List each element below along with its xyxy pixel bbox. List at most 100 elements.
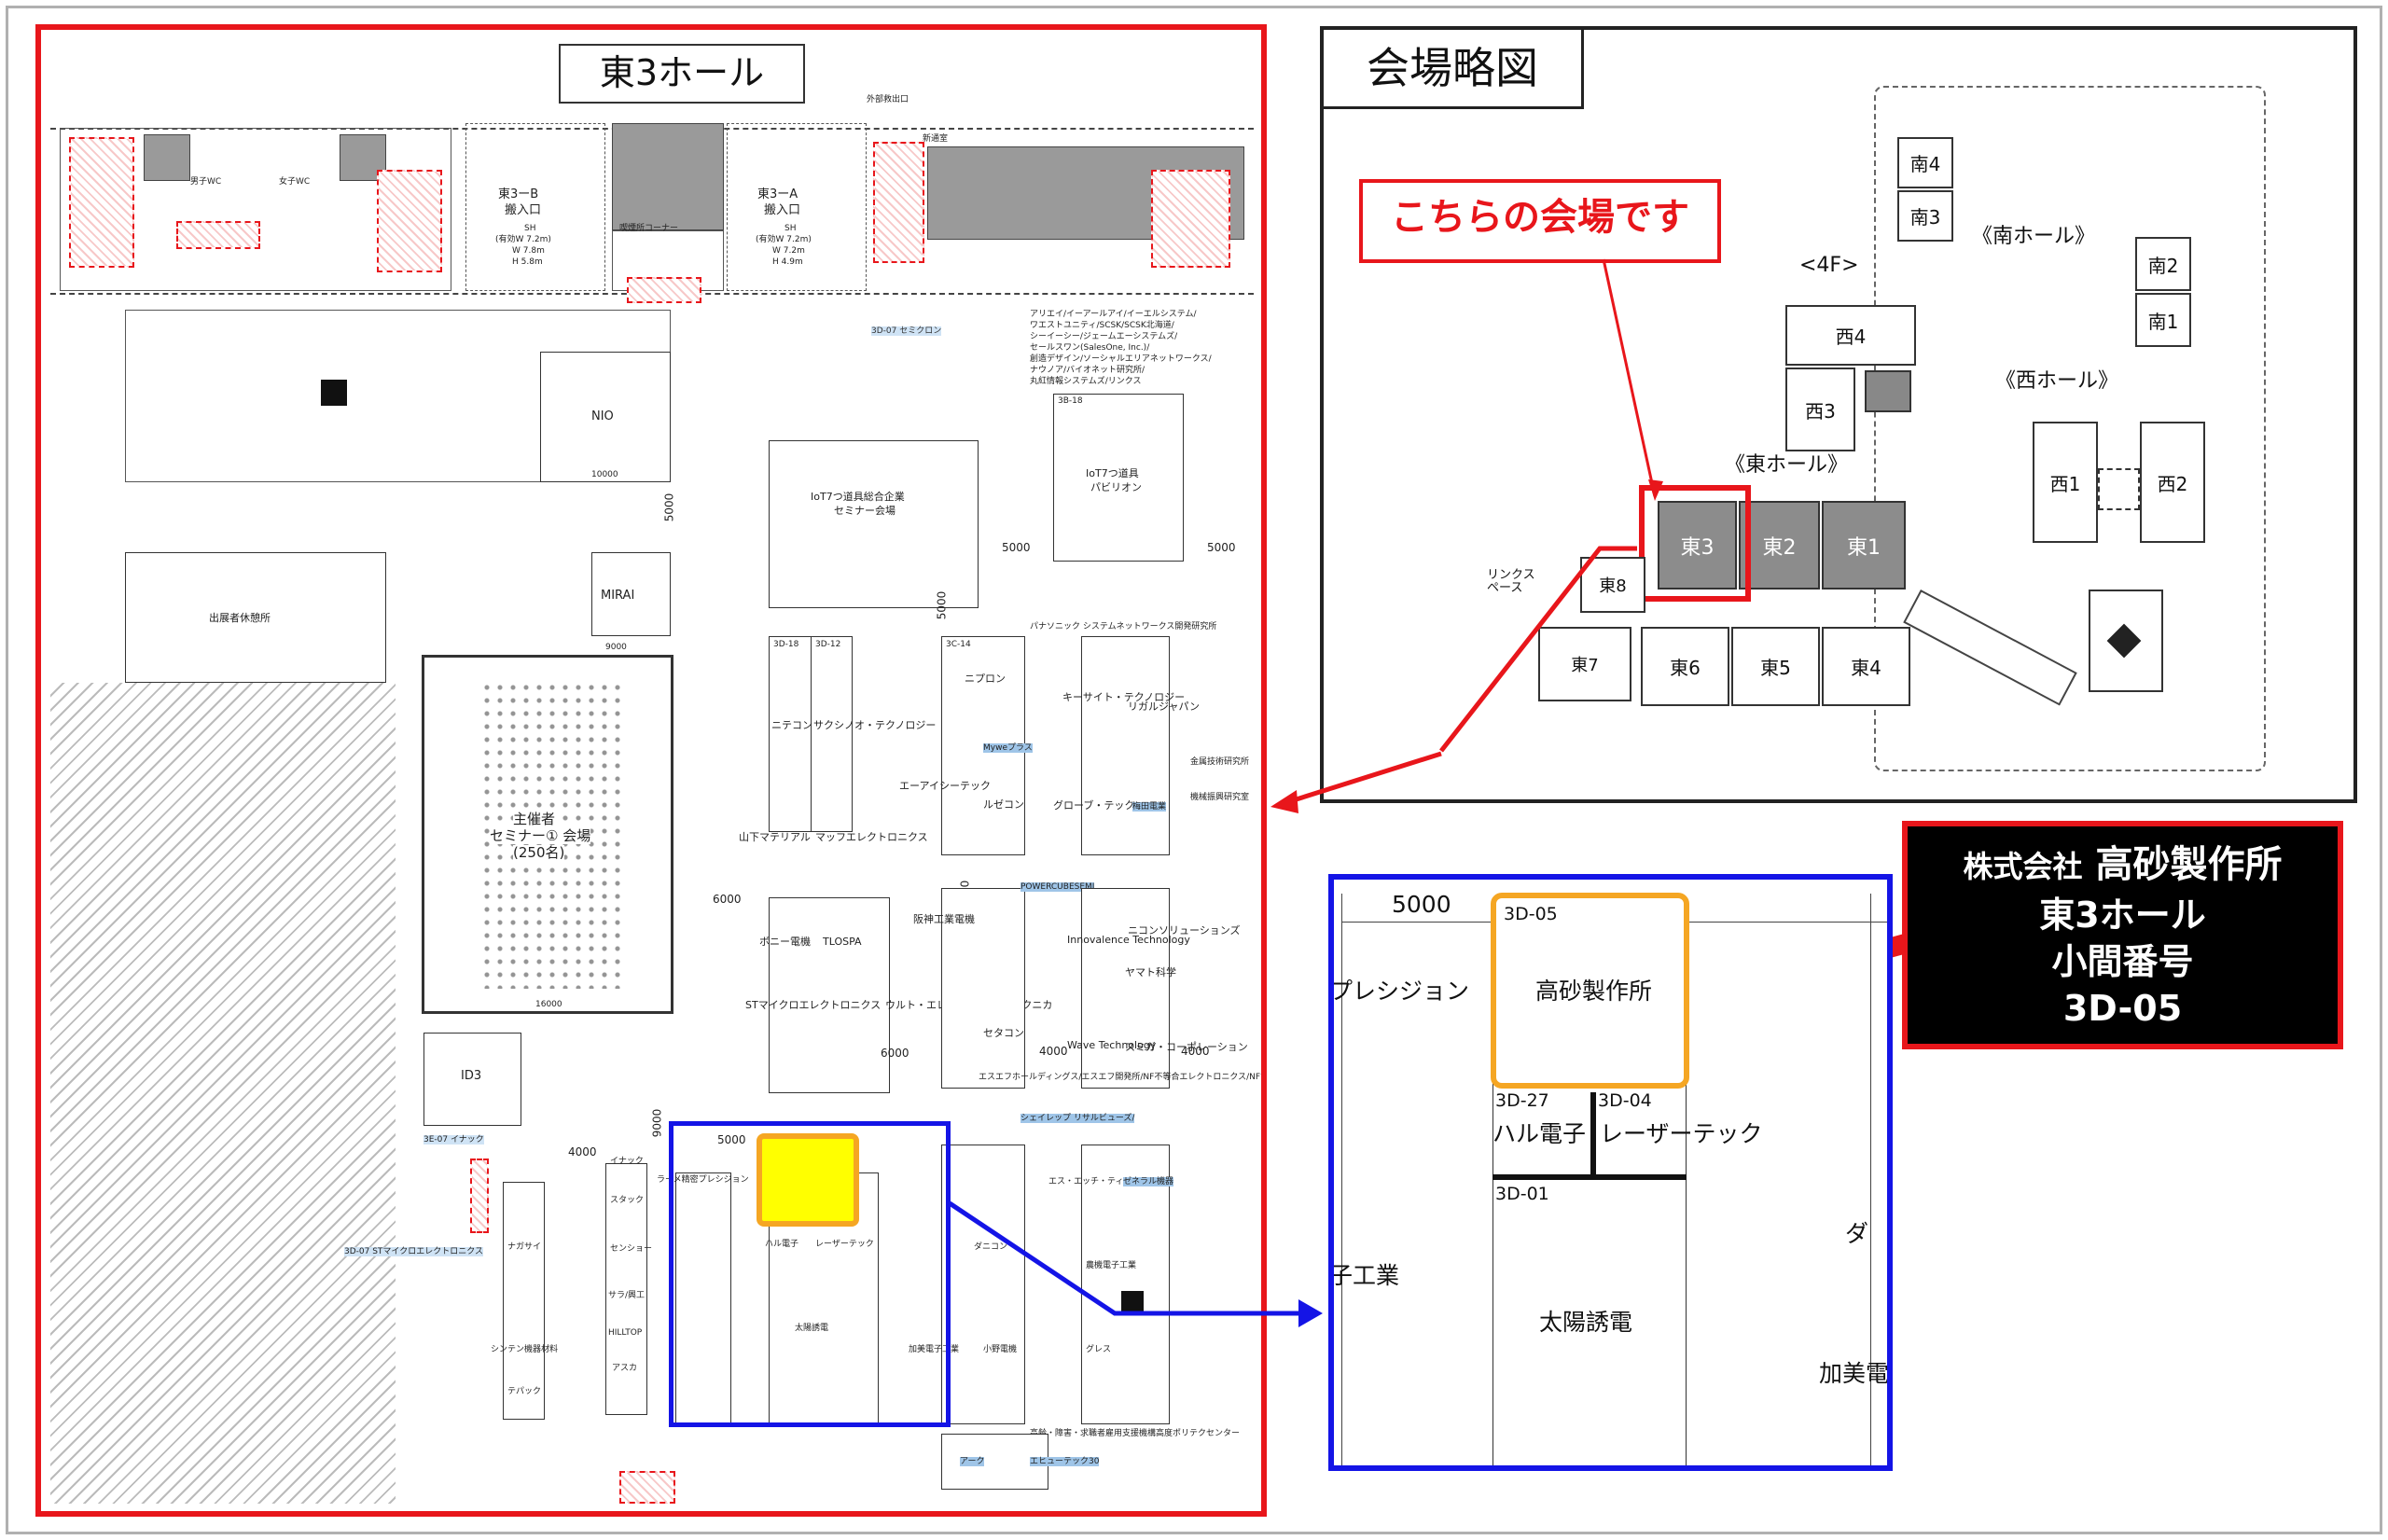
smoking-label: 喫煙所コーナー [619, 224, 679, 233]
hall-w1[interactable]: 西1 [2033, 422, 2098, 543]
seminar-l1: 主催者 [513, 811, 556, 828]
side-kai: 金属技術研究所 [1190, 757, 1250, 767]
booth-col3[interactable] [1081, 636, 1170, 855]
hall-e3[interactable]: 東3 [1658, 501, 1737, 590]
iot-pavilion[interactable] [1053, 394, 1184, 562]
zoom-booth-id: 3D-05 [1504, 904, 1558, 924]
booth-rigal: リガルジャパン [1128, 701, 1200, 713]
hatched-area [50, 683, 396, 1504]
target-booth-highlight[interactable] [757, 1133, 859, 1227]
room-nio[interactable] [540, 352, 671, 482]
hall-w4[interactable]: 西4 [1785, 305, 1916, 366]
men-wc: 男子WC [190, 177, 222, 187]
hall-w3[interactable]: 西3 [1785, 368, 1855, 451]
zoom-target-booth[interactable]: 3D-05 高砂製作所 [1491, 893, 1689, 1089]
side-st: 3D-07 STマイクロエレクトロニクス [344, 1247, 483, 1257]
current-hall-highlight[interactable] [1639, 485, 1751, 602]
hall-s3[interactable]: 南3 [1897, 190, 1953, 242]
blue-connector [948, 1200, 1298, 1316]
booth-low3[interactable] [941, 1145, 1025, 1424]
red-arrow-shaft [1286, 751, 1442, 805]
room-id3-label: ID3 [461, 1069, 482, 1083]
hall-e1[interactable]: 東1 [1822, 501, 1906, 590]
booth-low-col[interactable] [605, 1163, 647, 1415]
entrance-b-sub: 搬入口 [505, 203, 542, 217]
info-company-line: 株式会社 高砂製作所 [1964, 839, 2283, 892]
booth-nitecon: ニテコン [771, 719, 812, 731]
blue-arrowhead [1298, 1299, 1323, 1327]
entrance-a-spec: SH [784, 224, 797, 233]
red-arrowhead [1270, 790, 1298, 813]
booth-mid1[interactable] [769, 897, 890, 1093]
stair-icon [321, 380, 347, 406]
entrance-a[interactable] [727, 123, 867, 291]
booth-3d12[interactable] [811, 636, 853, 832]
zoom-dim: 5000 [1392, 891, 1451, 918]
stair-icon-2 [1121, 1291, 1144, 1313]
booth-low-col2[interactable] [503, 1182, 545, 1420]
booth-es: エス・エッチ・ティ [1048, 1177, 1124, 1186]
booth-atec: アーク [960, 1457, 985, 1467]
hall-s4[interactable]: 南4 [1897, 137, 1953, 188]
nio-dim: 10000 [591, 470, 618, 479]
zoom-kami: 加美電 [1819, 1360, 1890, 1387]
entrance-b-name: 東3ーB [498, 187, 539, 201]
entrance-b-spec: SH [524, 224, 536, 233]
booth-ecu: エヒューテック30 [1030, 1457, 1100, 1467]
iot-seminar[interactable] [769, 440, 979, 608]
link-space: リンクスペース [1487, 568, 1535, 595]
booth-nicon: ニコンソリューションズ [1128, 924, 1241, 936]
panasonic-label: パナソニック システムネットワークス開発研究所 [1030, 622, 1217, 631]
booth-niperon: ニプロン [965, 673, 1006, 685]
seminar-l2: セミナー① 会場 [490, 827, 591, 845]
booth-yamada: 梅田電業 [1132, 802, 1167, 812]
hall-e5[interactable]: 東5 [1731, 627, 1820, 706]
zoom-divider-h [1492, 1174, 1687, 1180]
room-exhibitor[interactable] [125, 552, 386, 683]
list-line-3: シーイーシー/ジェームエーシステムズ/ [1030, 332, 1178, 341]
booth-nagase: ナガサイ [507, 1242, 542, 1252]
hall-w2[interactable]: 西2 [2140, 422, 2205, 543]
zoom-taiyo: 太陽誘電 [1539, 1309, 1633, 1336]
iot-pav-id: 3B-18 [1058, 396, 1083, 406]
deck-label: 新通室 [923, 134, 949, 144]
zoom-da: ダ [1845, 1220, 1869, 1247]
info-booth-no: 3D-05 [2062, 987, 2183, 1029]
dim-4000c: 4000 [568, 1145, 597, 1158]
hall-e8[interactable]: 東8 [1580, 557, 1645, 613]
booth-zoom-view[interactable]: 5000 プレシジョン 子工業 ダ 加美電 3D-27 3D-04 ハル電子 レ… [1328, 874, 1893, 1471]
booth-sakushino: サクシノオ・テクノロジー [813, 719, 937, 731]
hall-e7[interactable]: 東7 [1538, 627, 1631, 701]
stair-hatch [627, 277, 701, 303]
zoom-laser: レーザーテック [1600, 1120, 1763, 1147]
zoom-id27: 3D-27 [1495, 1090, 1549, 1111]
floor-4f: <4F> [1799, 254, 1859, 277]
zoom-booth-name: 高砂製作所 [1535, 978, 1653, 1005]
floor-map-east3[interactable]: 東3ホール 男子WC 女子WC 東3ーB 搬入口 SH (有効W 7.2m) W… [35, 24, 1267, 1517]
booth-precision-col[interactable] [675, 1172, 731, 1424]
booth-nouki: 農機電子工業 [1086, 1261, 1137, 1270]
booth-mid2[interactable] [941, 888, 1025, 1089]
hall-s2[interactable]: 南2 [2135, 237, 2191, 291]
venue-overview-map[interactable]: 会場略図 南4 南3 《南ホール》 南2 南1 <4F> 西4 西3 《西ホール… [1320, 26, 2357, 803]
hall-s1[interactable]: 南1 [2135, 293, 2191, 347]
zoom-selection-box[interactable] [669, 1121, 951, 1427]
west-atrium [1865, 370, 1911, 412]
hall-e4[interactable]: 東4 [1822, 627, 1910, 706]
hall-e2[interactable]: 東2 [1739, 501, 1820, 590]
east-hall-label: 《東ホール》 [1725, 453, 1849, 477]
booth-kami: 加美電子工業 [909, 1345, 960, 1354]
seminar-hall[interactable]: 主催者 セミナー① 会場 (250名) [422, 655, 673, 1014]
room-id3[interactable] [423, 1033, 521, 1126]
iot-pav-l1: IoT7つ道具 [1086, 467, 1139, 479]
booth-hanshin: 阪神工業電機 [913, 913, 975, 925]
room-mirai[interactable] [591, 552, 671, 636]
hall-e6[interactable]: 東6 [1641, 627, 1729, 706]
booth-mid3[interactable] [1081, 888, 1170, 1089]
zoom-left-line [1341, 894, 1342, 1465]
hall-title: 東3ホール [559, 44, 805, 104]
entrance-b[interactable] [465, 123, 605, 291]
booth-sumitomo: エスエフホールディングス/エスエフ開発所/NF不等合エレクトロニクス/NF計測技… [979, 1073, 1267, 1082]
booth-low4[interactable] [1081, 1145, 1170, 1424]
